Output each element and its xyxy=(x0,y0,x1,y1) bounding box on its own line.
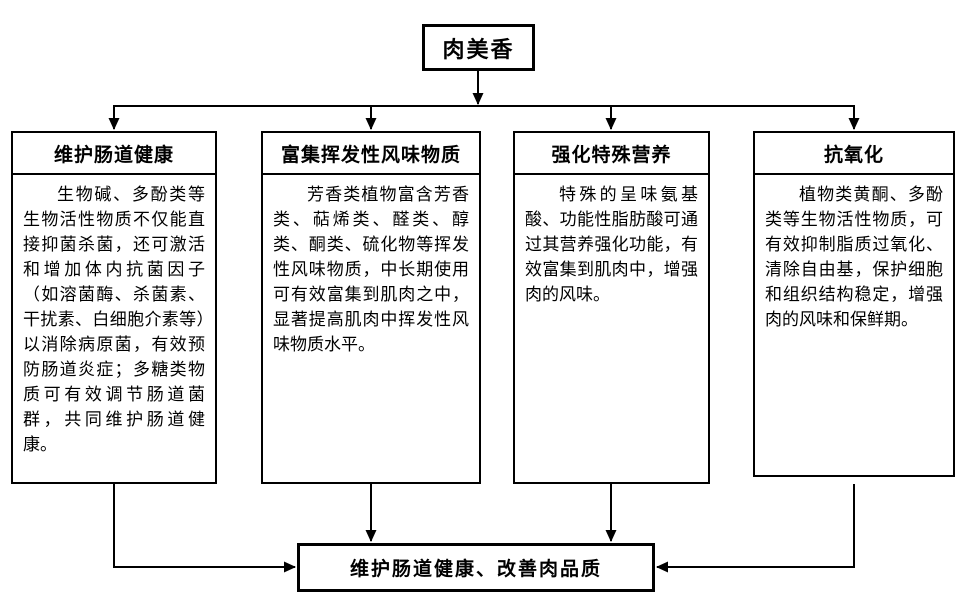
outcome-label: 维护肠道健康、改善肉品质 xyxy=(349,559,602,580)
branch-antioxidant: 抗氧化 植物类黄酮、多酚类等生物活性物质，可有效抑制脂质过氧化、清除自由基，保护… xyxy=(753,131,955,477)
branch-special-nutrition-title: 强化特殊营养 xyxy=(515,133,708,175)
branch-special-nutrition: 强化特殊营养 特殊的呈味氨基酸、功能性脂肪酸可通过其营养强化功能，有效富集到肌肉… xyxy=(513,131,710,484)
root-node: 肉美香 xyxy=(422,24,535,71)
branch-gut-health: 维护肠道健康 生物碱、多酚类等生物活性物质不仅能直接抑菌杀菌，还可激活和增加体内… xyxy=(11,131,217,484)
branch-volatile-flavor-title: 富集挥发性风味物质 xyxy=(263,133,479,175)
branch-antioxidant-body: 植物类黄酮、多酚类等生物活性物质，可有效抑制脂质过氧化、清除自由基，保护细胞和组… xyxy=(765,185,943,329)
branch-volatile-flavor: 富集挥发性风味物质 芳香类植物富含芳香类、萜烯类、醛类、醇类、酮类、硫化物等挥发… xyxy=(261,131,481,484)
branch-gut-health-body: 生物碱、多酚类等生物活性物质不仅能直接抑菌杀菌，还可激活和增加体内抗菌因子（如溶… xyxy=(23,185,205,454)
outcome-node: 维护肠道健康、改善肉品质 xyxy=(297,543,655,592)
branch-gut-health-title: 维护肠道健康 xyxy=(13,133,215,175)
branch-antioxidant-title: 抗氧化 xyxy=(755,133,953,175)
root-label: 肉美香 xyxy=(442,36,515,62)
branch-special-nutrition-body: 特殊的呈味氨基酸、功能性脂肪酸可通过其营养强化功能，有效富集到肌肉中，增强肉的风… xyxy=(525,185,698,304)
branch-volatile-flavor-body: 芳香类植物富含芳香类、萜烯类、醛类、醇类、酮类、硫化物等挥发性风味物质，中长期使… xyxy=(273,185,469,354)
